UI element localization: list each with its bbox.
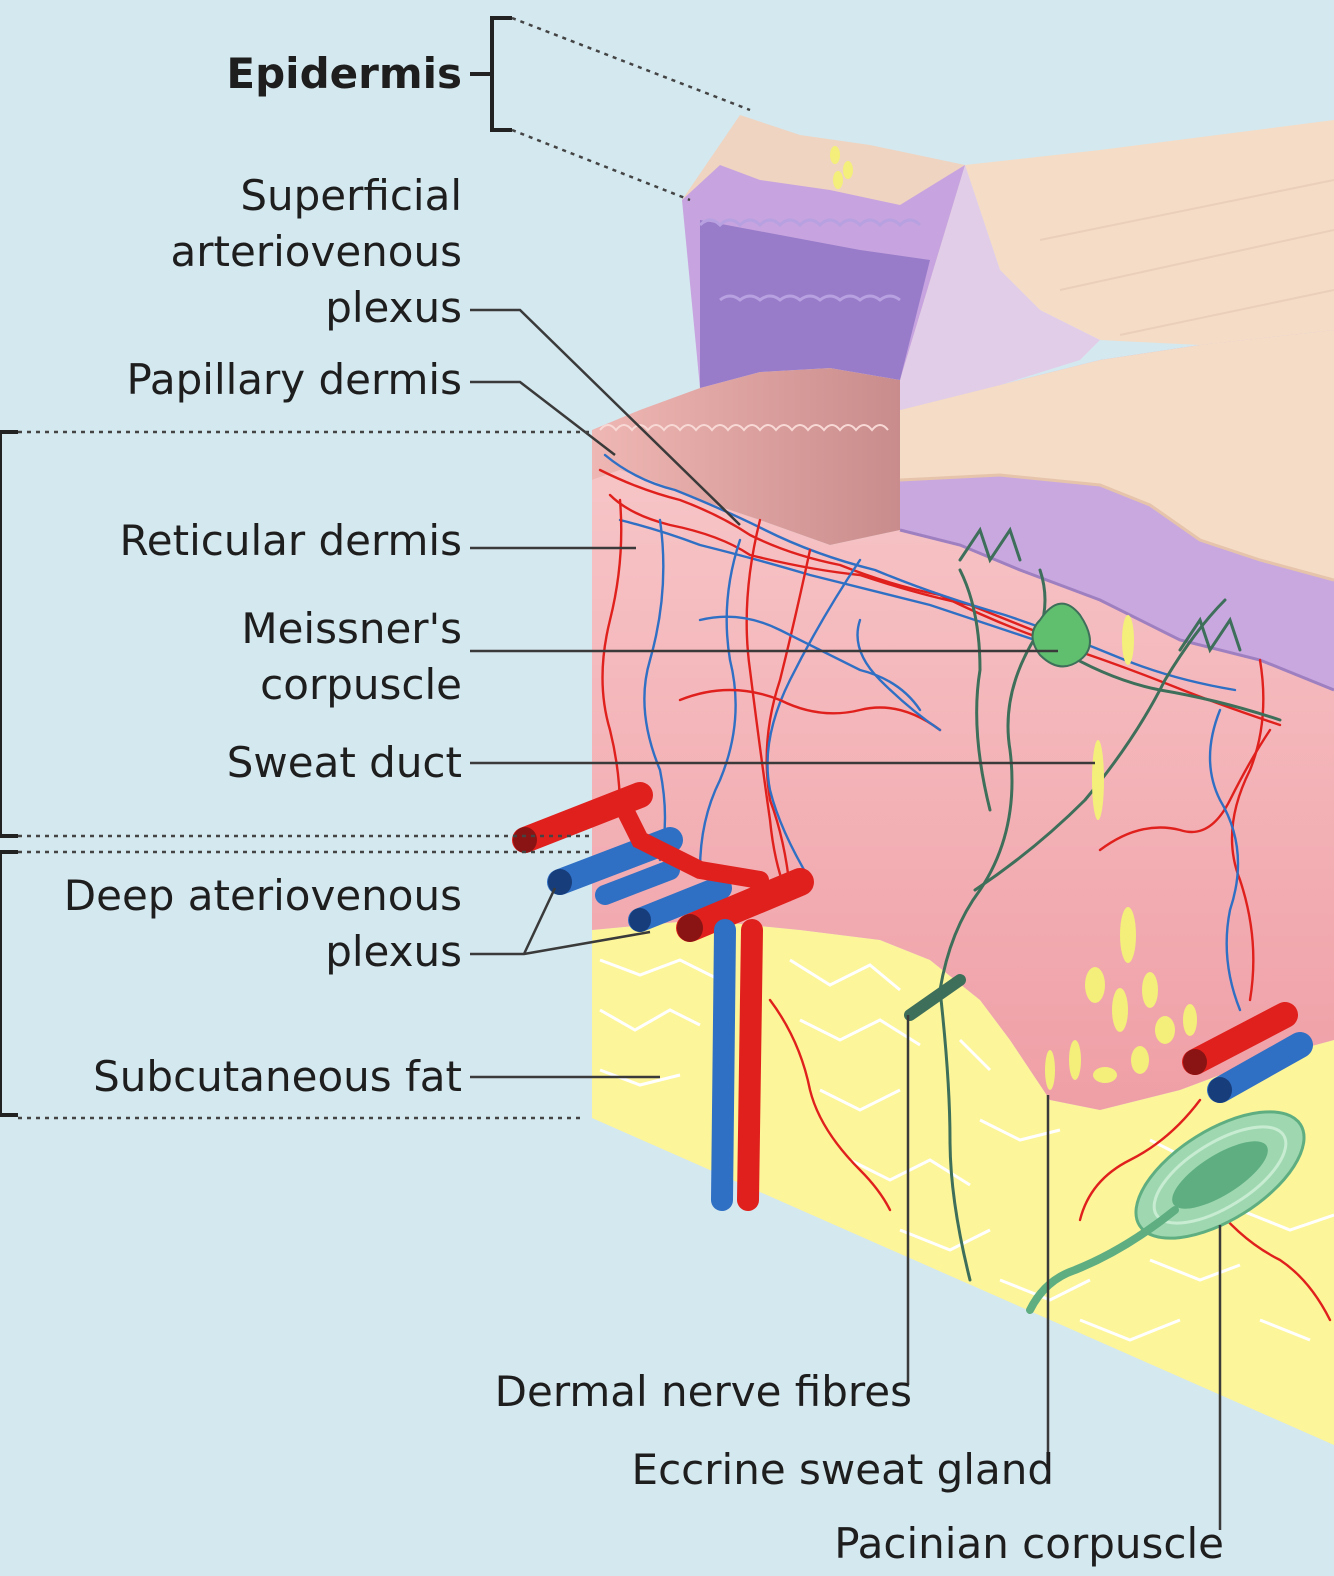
superficial-plexus-label-line3: plexus (325, 283, 462, 332)
reticular-dermis-label: Reticular dermis (119, 516, 462, 565)
deep-plexus-label-line2: plexus (325, 927, 462, 976)
deep-plexus-label-line1: Deep ateriovenous (64, 871, 462, 920)
papillary-dermis-label: Papillary dermis (126, 355, 462, 404)
meissner-label-line2: corpuscle (260, 660, 462, 709)
superficial-plexus-label-line2: arteriovenous (171, 227, 462, 276)
meissner-label-line1: Meissner's (241, 604, 462, 653)
dermal-nerve-fibres-label: Dermal nerve fibres (495, 1367, 912, 1416)
epidermis-label: Epidermis (226, 49, 462, 98)
eccrine-sweat-gland-label: Eccrine sweat gland (632, 1445, 1054, 1494)
pacinian-corpuscle-label: Pacinian corpuscle (834, 1519, 1224, 1568)
sweat-duct-label: Sweat duct (227, 738, 462, 787)
subcutaneous-fat-label: Subcutaneous fat (93, 1052, 462, 1101)
superficial-plexus-label-line1: Superficial (240, 171, 462, 220)
